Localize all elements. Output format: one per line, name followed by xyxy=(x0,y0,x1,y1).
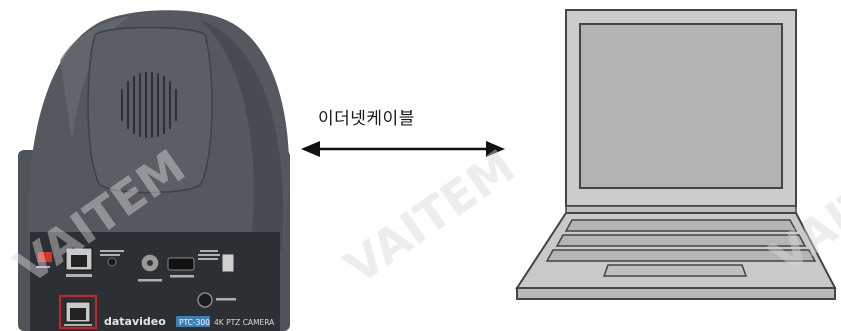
camera-model-text: 4K PTZ CAMERA xyxy=(214,318,275,327)
camera-head xyxy=(87,26,213,194)
rs422-port-hole xyxy=(71,255,87,267)
hdmi-port xyxy=(167,257,195,271)
laptop-keyboard xyxy=(545,219,817,262)
camera-model-badge: PTC-300 xyxy=(179,318,210,327)
ethernet-port-highlight xyxy=(58,294,98,330)
sdi-bnc-core xyxy=(147,260,153,266)
dc-jack xyxy=(197,292,213,308)
bidirectional-arrow xyxy=(301,141,505,157)
speaker-grille xyxy=(120,71,178,139)
arrow-head-left xyxy=(301,141,320,157)
laptop xyxy=(515,9,837,300)
usb-port xyxy=(221,253,235,273)
laptop-hinge xyxy=(565,205,797,214)
ptz-camera: datavideo PTC-300 4K PTZ CAMERA xyxy=(18,10,290,331)
port-labels xyxy=(36,250,236,326)
camera-model-badge-bg xyxy=(176,316,210,327)
camera-brand-logo: datavideo xyxy=(104,315,166,328)
laptop-base-front xyxy=(516,287,836,300)
camera-dome-shadow xyxy=(200,20,284,250)
laptop-screen xyxy=(579,23,783,189)
connection-label: 이더넷케이블 xyxy=(318,109,415,129)
camera-dome-highlight xyxy=(60,16,130,140)
aux-jack xyxy=(107,257,117,267)
ethernet-port-hole xyxy=(70,308,86,320)
arrow-head-right xyxy=(486,141,505,157)
laptop-touchpad xyxy=(602,264,748,277)
dip-switch xyxy=(38,252,52,262)
